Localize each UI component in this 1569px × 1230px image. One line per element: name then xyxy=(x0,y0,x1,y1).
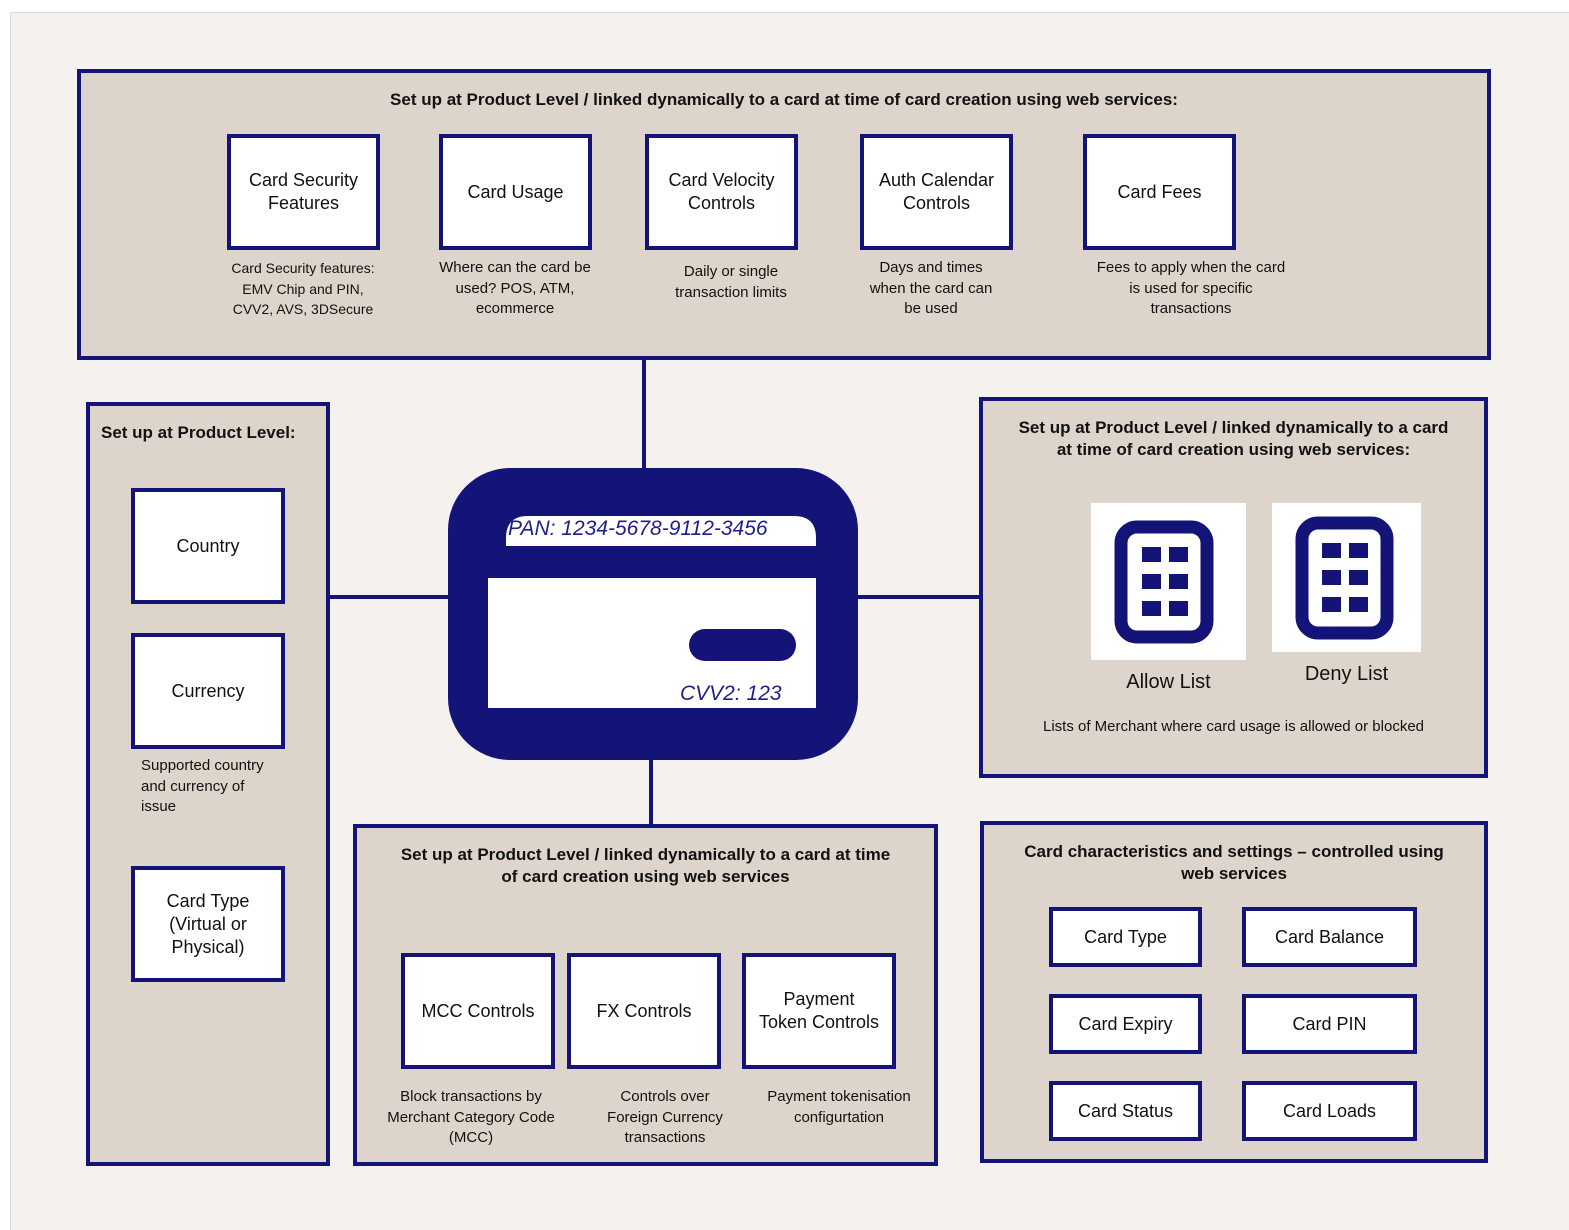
deny-list-label: Deny List xyxy=(1304,663,1389,685)
card-type-setting-box: Card Type xyxy=(1049,907,1202,967)
left-panel: Set up at Product Level: Country Currenc… xyxy=(86,402,330,1166)
card-velocity-controls-caption: Daily or single transaction limits xyxy=(675,263,787,301)
payment-token-controls-label: Payment Token Controls xyxy=(758,989,880,1032)
card-security-features-box: Card Security Features xyxy=(227,134,380,250)
card-velocity-controls-label: Card Velocity Controls xyxy=(668,170,775,213)
card-pin-setting-label: Card PIN xyxy=(1292,1013,1367,1034)
connector-right xyxy=(854,595,982,599)
card-loads-setting-label: Card Loads xyxy=(1282,1100,1377,1121)
card-fees-box: Card Fees xyxy=(1083,134,1236,250)
card-velocity-controls-box: Card Velocity Controls xyxy=(645,134,798,250)
payment-token-controls-box: Payment Token Controls xyxy=(742,953,896,1069)
card-balance-setting-box: Card Balance xyxy=(1242,907,1417,967)
card-type-box: Card Type (Virtual or Physical) xyxy=(131,866,285,982)
connector-bottom xyxy=(649,755,653,827)
bottom-panel-title: Set up at Product Level / linked dynamic… xyxy=(400,845,891,886)
fx-controls-label: FX Controls xyxy=(596,1000,692,1021)
auth-calendar-controls-box: Auth Calendar Controls xyxy=(860,134,1013,250)
deny-list-tile xyxy=(1272,503,1421,652)
currency-box: Currency xyxy=(131,633,285,749)
allow-list-tile xyxy=(1091,503,1246,660)
mcc-controls-label: MCC Controls xyxy=(421,1000,535,1021)
card-security-features-label: Card Security Features xyxy=(248,170,359,213)
mcc-controls-caption: Block transactions by Merchant Category … xyxy=(387,1088,555,1146)
country-box: Country xyxy=(131,488,285,604)
card-status-setting-box: Card Status xyxy=(1049,1081,1202,1141)
deny-list-icon xyxy=(1295,516,1394,640)
payment-token-controls-caption: Payment tokenisation configurtation xyxy=(767,1088,911,1126)
fx-controls-box: FX Controls xyxy=(567,953,721,1069)
top-panel: Set up at Product Level / linked dynamic… xyxy=(77,69,1491,360)
mcc-controls-box: MCC Controls xyxy=(401,953,555,1069)
right-panel-title: Set up at Product Level / linked dynamic… xyxy=(1018,418,1449,459)
auth-calendar-controls-label: Auth Calendar Controls xyxy=(878,170,995,213)
card-pin-setting-box: Card PIN xyxy=(1242,994,1417,1054)
credit-card-icon xyxy=(448,468,858,760)
country-currency-caption: Supported country and currency of issue xyxy=(141,757,264,815)
allow-list-label: Allow List xyxy=(1126,671,1211,693)
merchant-lists-caption: Lists of Merchant where card usage is al… xyxy=(1042,718,1425,735)
card-fees-caption: Fees to apply when the card is used for … xyxy=(1096,259,1286,317)
card-usage-box: Card Usage xyxy=(439,134,592,250)
card-expiry-setting-box: Card Expiry xyxy=(1049,994,1202,1054)
connector-left xyxy=(327,595,457,599)
top-panel-title: Set up at Product Level / linked dynamic… xyxy=(390,90,1178,109)
country-label: Country xyxy=(176,535,240,556)
diagram-canvas: Set up at Product Level / linked dynamic… xyxy=(10,12,1569,1230)
card-loads-setting-box: Card Loads xyxy=(1242,1081,1417,1141)
allow-list-icon xyxy=(1114,520,1214,644)
fx-controls-caption: Controls over Foreign Currency transacti… xyxy=(607,1088,723,1146)
card-status-setting-label: Card Status xyxy=(1077,1100,1174,1121)
right-panel: Set up at Product Level / linked dynamic… xyxy=(979,397,1488,778)
card-usage-caption: Where can the card be used? POS, ATM, ec… xyxy=(439,259,591,317)
card-fees-label: Card Fees xyxy=(1117,181,1202,202)
card-type-setting-label: Card Type xyxy=(1084,926,1167,947)
settings-panel: Card characteristics and settings – cont… xyxy=(980,821,1488,1163)
currency-label: Currency xyxy=(171,680,245,701)
bottom-panel: Set up at Product Level / linked dynamic… xyxy=(353,824,938,1166)
settings-panel-title: Card characteristics and settings – cont… xyxy=(1024,842,1444,883)
left-panel-title: Set up at Product Level: xyxy=(101,423,296,442)
card-security-features-caption: Card Security features: EMV Chip and PIN… xyxy=(231,260,375,317)
card-cvv-text: CVV2: 123 xyxy=(680,682,782,705)
card-usage-label: Card Usage xyxy=(467,181,564,202)
auth-calendar-controls-caption: Days and times when the card can be used xyxy=(869,259,993,317)
card-pan-text: PAN: 1234-5678-9112-3456 xyxy=(508,517,768,540)
card-type-label: Card Type (Virtual or Physical) xyxy=(166,890,250,957)
credit-card: PAN: 1234-5678-9112-3456 CVV2: 123 xyxy=(448,468,858,760)
card-expiry-setting-label: Card Expiry xyxy=(1078,1013,1173,1034)
card-balance-setting-label: Card Balance xyxy=(1274,926,1385,947)
connector-top xyxy=(642,356,646,468)
